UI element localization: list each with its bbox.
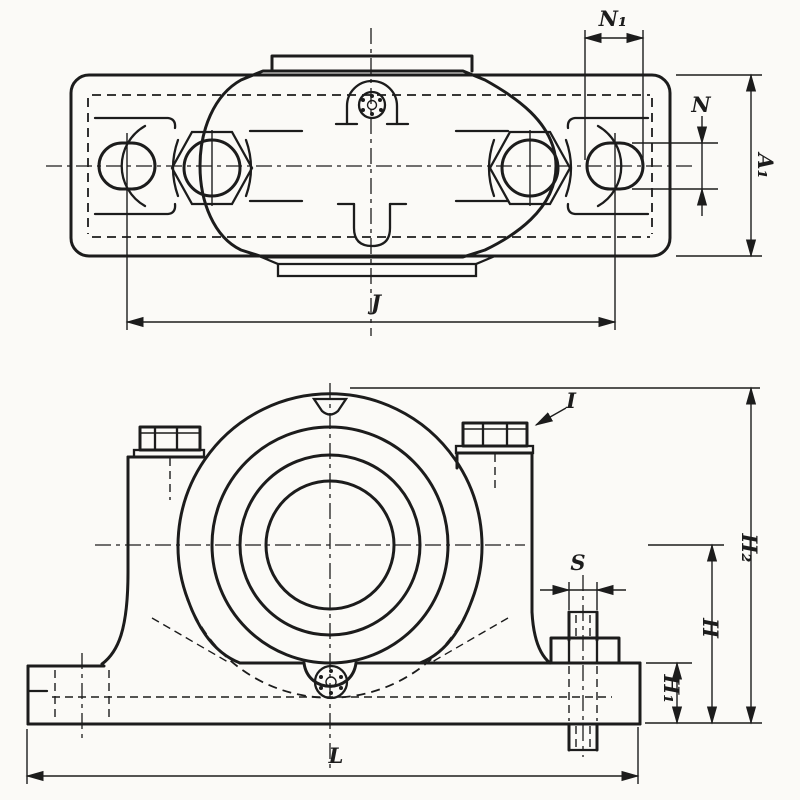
right-leg-fillet [418, 598, 474, 665]
cap-tab-bottom [276, 262, 478, 278]
grease-nipple-front [311, 397, 349, 416]
dim-label-n1: N₁ [598, 6, 627, 31]
dim-label-s: S [570, 550, 585, 575]
dimension-h: H [648, 543, 724, 725]
dimension-i: I [534, 388, 577, 426]
cap-bolt-right-top [454, 129, 573, 206]
bottom-notch-top [336, 202, 408, 248]
dimensions-top-view: N₁ N A₁ J [125, 6, 778, 330]
dim-label-h: H [698, 617, 723, 639]
housing-outline-top [198, 69, 558, 259]
base-front [26, 570, 642, 740]
left-leg-fillet [186, 598, 242, 665]
dimension-j: J [125, 133, 617, 330]
dimension-n: N [632, 92, 718, 216]
dimension-h2: H₂ [737, 386, 762, 725]
cap-bolt-left-front [126, 425, 206, 574]
dim-label-j: J [367, 290, 383, 315]
right-lug-seal [566, 116, 650, 216]
dimension-n1: N₁ [583, 6, 645, 160]
dim-label-a1: A₁ [753, 151, 778, 179]
dimension-l: L [25, 727, 640, 784]
dim-label-n: N [690, 92, 711, 117]
dim-label-i: I [565, 388, 577, 413]
dimensions-front-view: I S H₁ H H₂ [25, 386, 762, 784]
cap-bolt-left-top [170, 129, 304, 206]
dim-label-h2: H₂ [737, 532, 762, 562]
dimension-h1: H₁ [646, 661, 692, 725]
cap-tab-bottom-edge [257, 254, 497, 266]
cap-bolt-right-front [454, 421, 552, 665]
dim-label-h1: H₁ [659, 673, 684, 703]
cap-tab-top [270, 54, 474, 73]
dim-label-l: L [328, 743, 344, 768]
left-lug-seal [93, 116, 177, 216]
anchor-stud [543, 575, 627, 757]
hidden-rib-left [151, 617, 229, 663]
hidden-rib-right [431, 617, 509, 663]
dimension-s: S [540, 550, 626, 610]
grease-fitting-top [334, 79, 410, 126]
dimension-a1: A₁ [676, 73, 778, 258]
front-view [26, 383, 642, 770]
